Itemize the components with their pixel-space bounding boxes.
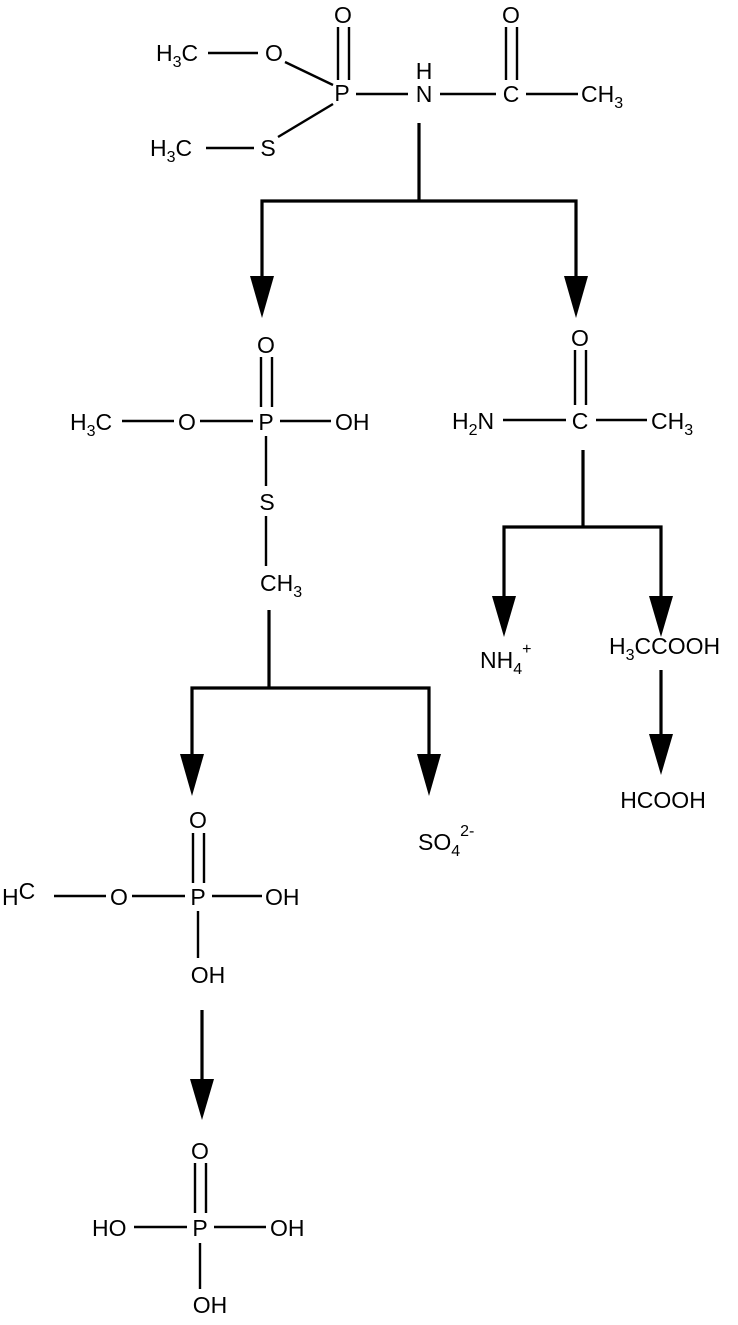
arrow-head-left-3 [180,754,204,796]
atom-oh-bottom: OH [193,1292,228,1318]
arrow-head-left-2 [492,596,516,637]
atom-o-double-bond: O [334,2,352,28]
atom-methyl: HC [2,878,35,910]
atom-ch3-thio: CH3 [260,570,302,601]
atom-n-amide: N [416,81,433,107]
atom-ch3: CH3 [651,408,693,439]
atom-o-double-bond: O [257,332,275,358]
split-connector-3 [180,610,441,796]
atom-o-ester: O [110,884,128,910]
atom-oh-right: OH [265,884,300,910]
atom-methyl-2: H3C [150,135,192,166]
atom-amino: H2N [452,408,494,439]
bond-p-s [277,102,334,139]
atom-p-parent: P [334,80,349,106]
atom-o-double-bond: O [571,325,589,351]
atom-oh-bottom: OH [191,962,226,988]
arrow-methylphosphate-to-phosphoric [190,1010,214,1120]
atom-oh-right: OH [270,1215,305,1241]
atom-ho-left: HO [92,1215,127,1241]
product-formic-acid: HCOOH [620,787,706,813]
atom-p: P [258,409,273,435]
arrow-head-right-3 [417,754,441,796]
atom-s-parent: S [260,135,275,161]
product-acetic-acid: H3CCOOH [609,633,720,664]
atom-o-ester: O [178,409,196,435]
left-product-1: O H3C O P OH S CH3 [70,332,370,601]
atom-p: P [190,884,205,910]
atom-c-carbonyl: C [503,81,520,107]
atom-h-amide: H [416,58,433,84]
product-phosphoric-acid: O HO P OH OH [92,1138,305,1318]
left-product-2: O HC O P OH OH [2,807,300,988]
atom-o-carbonyl: O [502,2,520,28]
arrow-head [190,1079,214,1120]
right-product-1: O H2N C CH3 [452,325,693,439]
connector-line-1-branches [260,199,578,282]
product-sulfate: SO42- [418,823,474,860]
arrow-head-right-2 [649,596,673,637]
atom-o-double-bond: O [191,1138,209,1164]
connector-line-3-branches [190,686,431,760]
split-connector-2 [492,450,673,637]
arrow-head [649,734,673,775]
atom-s: S [259,489,274,515]
atom-oh: OH [335,409,370,435]
parent-molecule: O H3C O P H N O C CH3 S H3C [150,2,623,166]
atom-c: C [572,408,589,434]
atom-p: P [192,1215,207,1241]
split-connector-1 [250,123,588,318]
product-ammonium: NH4+ [480,641,531,678]
atom-ch3-acetyl: CH3 [581,81,623,112]
atom-methyl: H3C [70,409,112,440]
connector-line-2-branches [502,525,663,602]
arrow-head-right-1 [564,276,588,318]
atom-o-double-bond: O [189,807,207,833]
bond-o-p [284,60,334,87]
arrow-acetic-to-formic [649,670,673,775]
atom-methyl-1: H3C [156,40,198,71]
atom-o-methoxy: O [265,40,283,66]
arrow-head-left-1 [250,276,274,318]
